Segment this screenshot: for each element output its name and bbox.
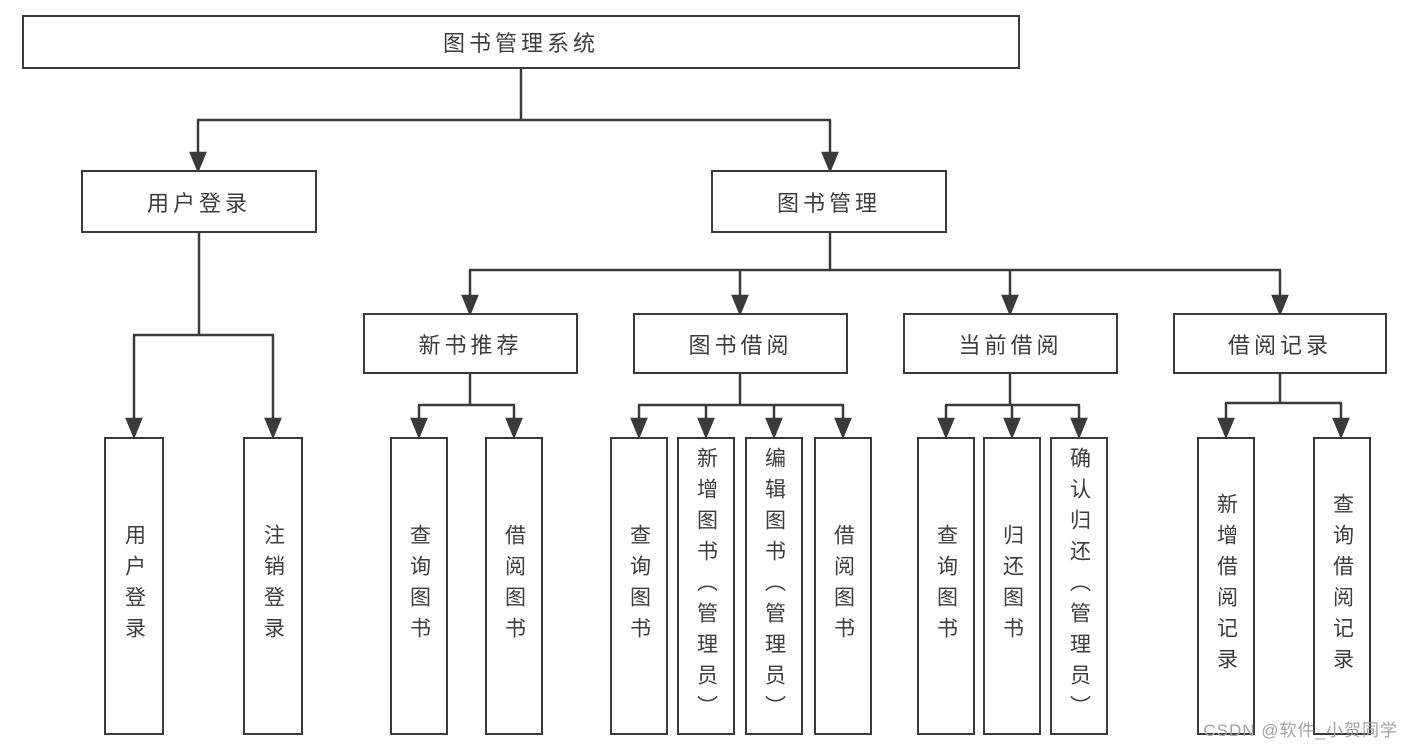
leaf-query-borrow-record: 查询借阅记录 bbox=[1313, 437, 1371, 735]
node-book-management: 图书管理 bbox=[711, 170, 947, 233]
leaf-add-book-admin: 新增图书（管理员） bbox=[677, 437, 735, 735]
leaf-label: 用户登录 bbox=[122, 524, 146, 648]
leaf-label: 新增图书（管理员） bbox=[694, 446, 718, 726]
leaf-label: 注销登录 bbox=[261, 524, 285, 648]
csdn-watermark: CSDN @软件_小贺同学 bbox=[1203, 721, 1398, 740]
leaf-logout: 注销登录 bbox=[243, 437, 303, 735]
leaf-add-borrow-record: 新增借阅记录 bbox=[1197, 437, 1255, 735]
leaf-label: 查询图书 bbox=[627, 524, 651, 648]
leaf-query-books-recommend: 查询图书 bbox=[390, 437, 448, 735]
leaf-label: 借阅图书 bbox=[502, 524, 526, 648]
node-borrowing-records: 借阅记录 bbox=[1173, 313, 1387, 374]
leaf-borrow-books-recommend: 借阅图书 bbox=[485, 437, 543, 735]
node-library-management-system: 图书管理系统 bbox=[22, 15, 1020, 69]
leaf-label: 查询图书 bbox=[407, 524, 431, 648]
leaf-label: 编辑图书（管理员） bbox=[762, 446, 786, 726]
leaf-query-books-borrowing: 查询图书 bbox=[610, 437, 668, 735]
leaf-confirm-return-admin: 确认归还（管理员） bbox=[1050, 437, 1108, 735]
leaf-query-books-current: 查询图书 bbox=[917, 437, 975, 735]
leaf-label: 确认归还（管理员） bbox=[1067, 446, 1091, 726]
node-user-login: 用户登录 bbox=[81, 170, 317, 233]
leaf-user-login: 用户登录 bbox=[104, 437, 164, 735]
node-new-book-recommend: 新书推荐 bbox=[363, 313, 578, 374]
node-current-borrowing: 当前借阅 bbox=[903, 313, 1118, 374]
leaf-label: 查询图书 bbox=[934, 524, 958, 648]
leaf-borrow-books-borrowing: 借阅图书 bbox=[814, 437, 872, 735]
leaf-return-book: 归还图书 bbox=[983, 437, 1041, 735]
leaf-label: 查询借阅记录 bbox=[1330, 493, 1354, 679]
leaf-label: 借阅图书 bbox=[831, 524, 855, 648]
leaf-edit-book-admin: 编辑图书（管理员） bbox=[745, 437, 803, 735]
leaf-label: 新增借阅记录 bbox=[1214, 493, 1238, 679]
node-book-borrowing: 图书借阅 bbox=[633, 313, 848, 374]
leaf-label: 归还图书 bbox=[1000, 524, 1024, 648]
